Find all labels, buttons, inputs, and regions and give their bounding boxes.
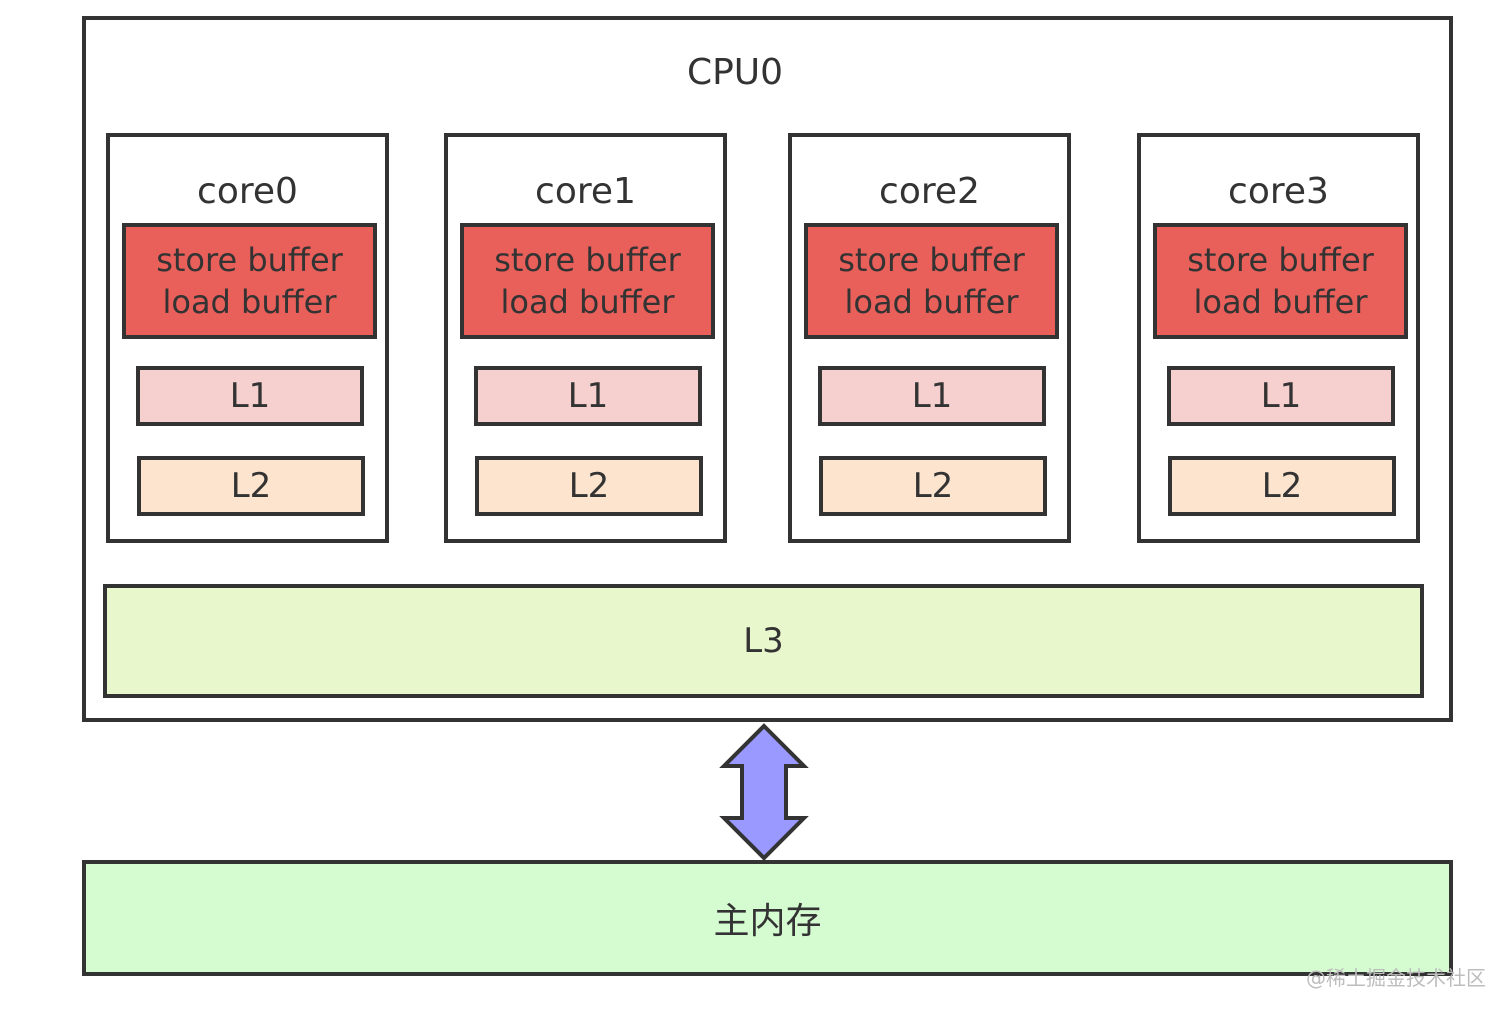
core-title: core3 [1228,171,1329,212]
cpu-box [82,16,1453,722]
store-buffer-label: store buffer [156,241,343,279]
watermark: @稀土掘金技术社区 [1306,966,1486,990]
l1-label: L1 [1260,376,1302,416]
l1-label: L1 [911,376,953,416]
store-buffer-label: store buffer [1187,241,1374,279]
store-load-buffer: store buffer load buffer [804,223,1059,339]
store-load-buffer: store buffer load buffer [460,223,715,339]
l2-cache: L2 [475,456,703,516]
load-buffer-label: load buffer [1193,283,1368,321]
cpu-title: CPU0 [686,52,784,93]
l1-cache: L1 [818,366,1046,426]
l2-label: L2 [568,466,610,506]
core-box-3: core3 store buffer load buffer L1 L2 [1137,133,1420,543]
core-box-2: core2 store buffer load buffer L1 L2 [788,133,1071,543]
l1-cache: L1 [1167,366,1395,426]
store-buffer-label: store buffer [838,241,1025,279]
load-buffer-label: load buffer [844,283,1019,321]
l2-cache: L2 [137,456,365,516]
l1-cache: L1 [136,366,364,426]
l1-label: L1 [567,376,609,416]
core-title: core0 [197,171,298,212]
l2-label: L2 [1261,466,1303,506]
l2-cache: L2 [819,456,1047,516]
core-title: core2 [879,171,980,212]
core-box-0: core0 store buffer load buffer L1 L2 [106,133,389,543]
store-buffer-label: store buffer [494,241,681,279]
main-memory: 主内存 [82,860,1453,976]
arrow-shape [719,723,809,861]
bidirectional-arrow-icon [719,723,809,861]
l2-label: L2 [912,466,954,506]
l2-label: L2 [230,466,272,506]
l3-label: L3 [743,621,784,661]
core-box-1: core1 store buffer load buffer L1 L2 [444,133,727,543]
main-memory-label: 主内存 [713,901,822,942]
load-buffer-label: load buffer [162,283,337,321]
l1-cache: L1 [474,366,702,426]
l2-cache: L2 [1168,456,1396,516]
l1-label: L1 [229,376,271,416]
store-load-buffer: store buffer load buffer [122,223,377,339]
store-load-buffer: store buffer load buffer [1153,223,1408,339]
core-title: core1 [535,171,636,212]
l3-cache: L3 [103,584,1424,698]
load-buffer-label: load buffer [500,283,675,321]
